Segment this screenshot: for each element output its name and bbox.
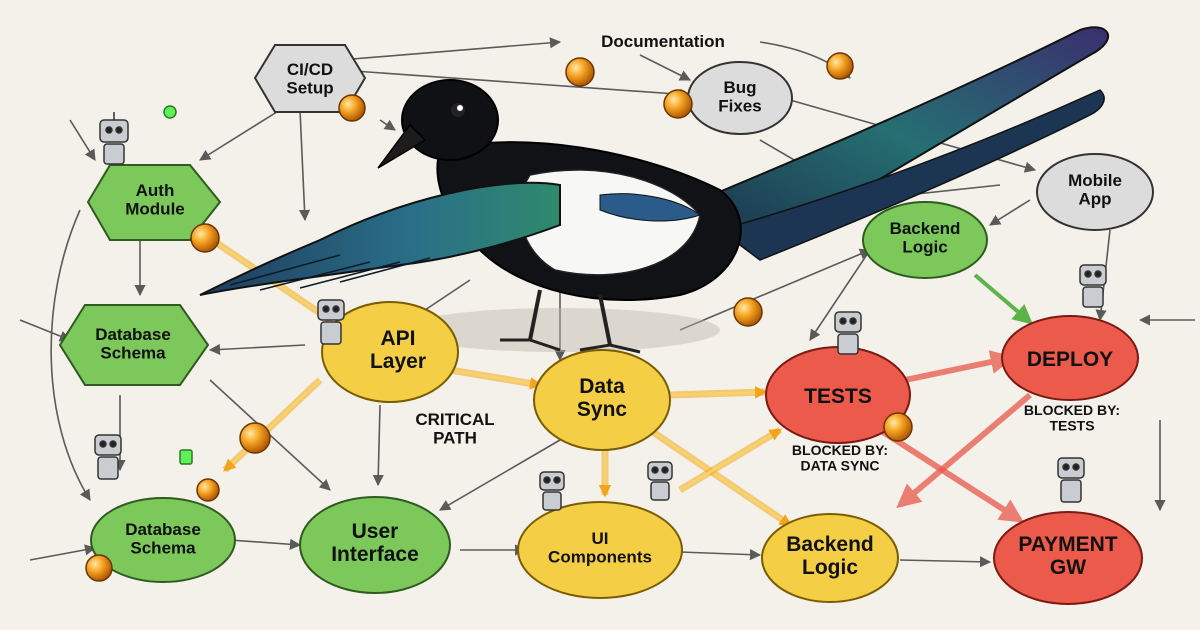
tokens [85, 52, 913, 582]
node-deploy[interactable]: DEPLOY [1001, 315, 1139, 401]
token-9 [85, 554, 113, 582]
robot-icon [317, 299, 345, 345]
edge-cicd-down [298, 109, 311, 222]
node-tests[interactable]: TESTS [765, 346, 911, 444]
token-3 [338, 94, 366, 122]
robot-icon [647, 461, 673, 501]
token-5 [190, 223, 220, 253]
edge-mobile-backend [989, 199, 1031, 226]
robot-icon [99, 112, 129, 165]
token-2 [826, 52, 854, 80]
edges [19, 37, 1195, 568]
token-1 [565, 57, 595, 87]
edge-docs-bug [639, 54, 692, 81]
robot-icon [539, 471, 565, 511]
green-light-icon [163, 105, 177, 119]
edge-db2-ui [229, 538, 302, 550]
edge-cicd-auth [199, 109, 281, 161]
edge-api-ui [372, 404, 384, 487]
robot-icon [94, 434, 122, 480]
edge-auth-loop [50, 209, 91, 501]
edge-tests-deploy [904, 350, 1015, 383]
token-10 [196, 478, 220, 502]
edge-tests-pay [878, 427, 1025, 523]
edge-left-db2 [29, 544, 97, 561]
node-documentation[interactable]: Documentation [601, 32, 725, 51]
magpie-illustration [199, 26, 1110, 354]
robot-icons [94, 105, 1107, 511]
edge-backend-deploy-green [973, 273, 1034, 325]
edge-api-db [208, 343, 306, 356]
blocked-by-tests-annotation: BLOCKED BY:TESTS [1024, 402, 1120, 433]
red-edges [878, 350, 1032, 523]
edge-cicd-bug [339, 69, 692, 100]
edge-deploy-backend [896, 392, 1032, 509]
token-4 [663, 89, 693, 119]
edge-cicd-bird [379, 119, 396, 131]
node-tests-label: TESTS [804, 385, 872, 408]
robot-icon [1079, 264, 1107, 308]
token-6 [733, 297, 763, 327]
token-8 [883, 412, 913, 442]
blocked-by-data-sync-annotation: BLOCKED BY:DATA SYNC [792, 442, 888, 473]
edge-comp-backend [679, 549, 762, 561]
edge-backend-tests [809, 249, 871, 341]
node-deploy-label: DEPLOY [1027, 348, 1113, 371]
edge-left-db [19, 319, 72, 342]
edge-left-auth [69, 119, 96, 161]
token-7 [239, 422, 271, 454]
edge-backend-pay [899, 556, 992, 568]
green-light-icon [179, 449, 193, 465]
edge-sync-ui [439, 439, 561, 511]
edge-cicd-docs [339, 37, 562, 61]
robot-icon [1057, 457, 1085, 503]
node-documentation-label: Documentation [601, 32, 725, 51]
robot-icon [834, 311, 862, 355]
edge-sync-backend [679, 248, 872, 331]
